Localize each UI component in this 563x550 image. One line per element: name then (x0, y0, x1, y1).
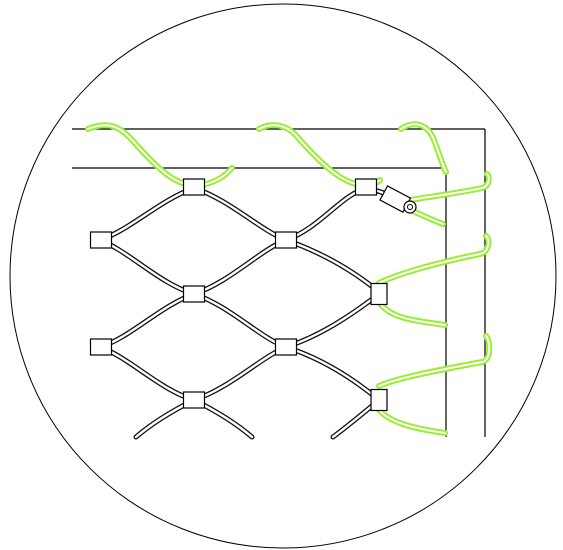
ferrule (274, 338, 298, 356)
detail-circle (9, 3, 557, 549)
green-corner-upper-core (409, 173, 490, 201)
green-right-lower (376, 333, 493, 389)
crimp-ferrules (89, 178, 388, 412)
turnbuckle-eye-inner (407, 204, 413, 210)
green-loop-top-left-core (87, 124, 233, 186)
green-edge-cable (85, 121, 493, 436)
green-corner-upper (407, 171, 492, 203)
green-corner-lower-core (409, 209, 444, 225)
green-right-lower-b (376, 407, 448, 436)
green-right-lower-core (378, 335, 491, 387)
green-loop-top-right-core (400, 123, 447, 173)
ferrule (89, 338, 113, 356)
green-loop-top-mid-core (258, 124, 381, 186)
ferrule (274, 231, 298, 249)
green-right-upper-b-core (378, 301, 446, 326)
green-loop-top-mid (256, 122, 383, 188)
green-right-upper-b (376, 299, 448, 328)
frame (72, 128, 486, 437)
ferrule (182, 391, 206, 409)
ferrule (370, 282, 388, 306)
green-right-upper-core (378, 235, 490, 284)
mesh-cable (283, 291, 382, 350)
green-right-lower-b-core (378, 409, 446, 434)
green-loop-top-left (85, 122, 235, 188)
ferrule (354, 178, 378, 196)
turnbuckle (379, 185, 417, 214)
stainless-cable-mesh (97, 185, 397, 440)
ferrule (370, 388, 388, 412)
ferrule (182, 285, 206, 303)
mesh-cable (283, 344, 382, 403)
mesh-cable (283, 237, 382, 295)
ferrule (89, 231, 113, 249)
green-loop-top-right (398, 121, 449, 175)
ferrule (182, 178, 206, 196)
